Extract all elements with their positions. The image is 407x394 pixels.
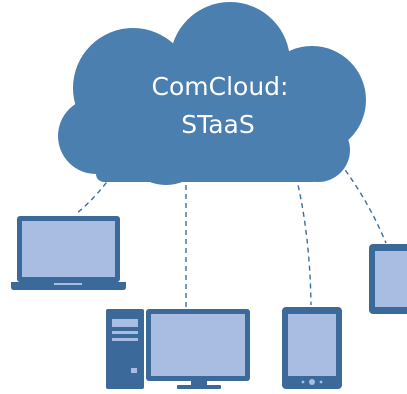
cloud-icon [58, 2, 366, 185]
cloud-title-line1: ComCloud: [152, 72, 289, 101]
connector-phone [339, 162, 387, 244]
desktop-monitor-icon [146, 309, 250, 389]
smartphone-icon [369, 244, 407, 314]
cloud-title-line2: STaaS [181, 110, 255, 139]
laptop-icon [11, 216, 126, 290]
desktop-tower-icon [106, 309, 144, 389]
connector-lines [75, 162, 387, 307]
connector-laptop [75, 167, 118, 215]
connector-tablet [293, 167, 312, 306]
tablet-icon [282, 307, 342, 389]
